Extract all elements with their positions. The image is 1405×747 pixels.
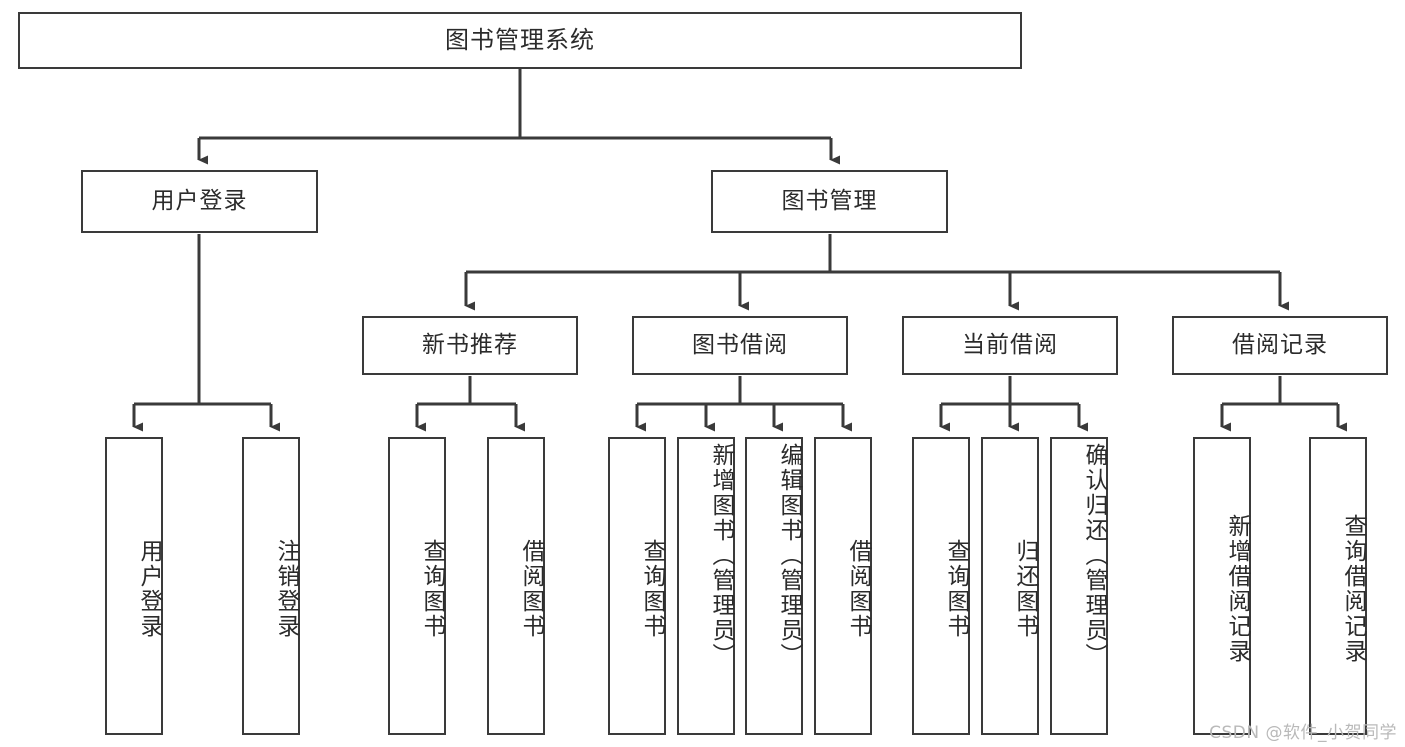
node-label: 借阅记录: [1232, 331, 1328, 358]
leaf-borrow-borrow-books[interactable]: 借阅图书: [814, 437, 872, 735]
node-label: 图书管理系统: [445, 26, 595, 55]
leaf-records-query-record[interactable]: 查询借阅记录: [1309, 437, 1367, 735]
node-label: 新书推荐: [422, 331, 518, 358]
node-label: 图书借阅: [692, 331, 788, 358]
node-borrow-records[interactable]: 借阅记录: [1172, 316, 1388, 375]
node-new-book-recommend[interactable]: 新书推荐: [362, 316, 578, 375]
node-label: 当前借阅: [962, 331, 1058, 358]
node-label: 用户登录: [136, 539, 162, 639]
leaf-records-add-record[interactable]: 新增借阅记录: [1193, 437, 1251, 735]
node-label: 查询图书: [639, 539, 665, 639]
leaf-current-query-books[interactable]: 查询图书: [912, 437, 970, 735]
node-label: 确认归还（管理员）: [1081, 443, 1107, 668]
node-label: 查询借阅记录: [1340, 514, 1366, 664]
leaf-recommend-borrow-books[interactable]: 借阅图书: [487, 437, 545, 735]
node-book-borrow[interactable]: 图书借阅: [632, 316, 848, 375]
node-user-login[interactable]: 用户登录: [81, 170, 318, 233]
node-label: 编辑图书（管理员）: [776, 443, 802, 668]
node-book-management-system[interactable]: 图书管理系统: [18, 12, 1022, 69]
leaf-current-confirm-return-admin[interactable]: 确认归还（管理员）: [1050, 437, 1108, 735]
node-label: 图书管理: [781, 187, 878, 214]
node-label: 新增借阅记录: [1224, 514, 1250, 664]
leaf-current-return-books[interactable]: 归还图书: [981, 437, 1039, 735]
node-label: 查询图书: [943, 539, 969, 639]
leaf-user-login-logout[interactable]: 注销登录: [242, 437, 300, 735]
node-label: 新增图书（管理员）: [708, 443, 734, 668]
node-label: 归还图书: [1012, 539, 1038, 639]
node-label: 借阅图书: [518, 539, 544, 639]
node-label: 查询图书: [419, 539, 445, 639]
node-label: 用户登录: [151, 187, 248, 214]
leaf-borrow-add-book-admin[interactable]: 新增图书（管理员）: [677, 437, 735, 735]
leaf-user-login-login[interactable]: 用户登录: [105, 437, 163, 735]
node-label: 注销登录: [273, 539, 299, 639]
leaf-borrow-query-books[interactable]: 查询图书: [608, 437, 666, 735]
node-label: 借阅图书: [845, 539, 871, 639]
leaf-borrow-edit-book-admin[interactable]: 编辑图书（管理员）: [745, 437, 803, 735]
leaf-recommend-query-books[interactable]: 查询图书: [388, 437, 446, 735]
watermark-text: CSDN @软件_小贺同学: [1209, 723, 1397, 743]
node-current-borrow[interactable]: 当前借阅: [902, 316, 1118, 375]
node-book-management[interactable]: 图书管理: [711, 170, 948, 233]
